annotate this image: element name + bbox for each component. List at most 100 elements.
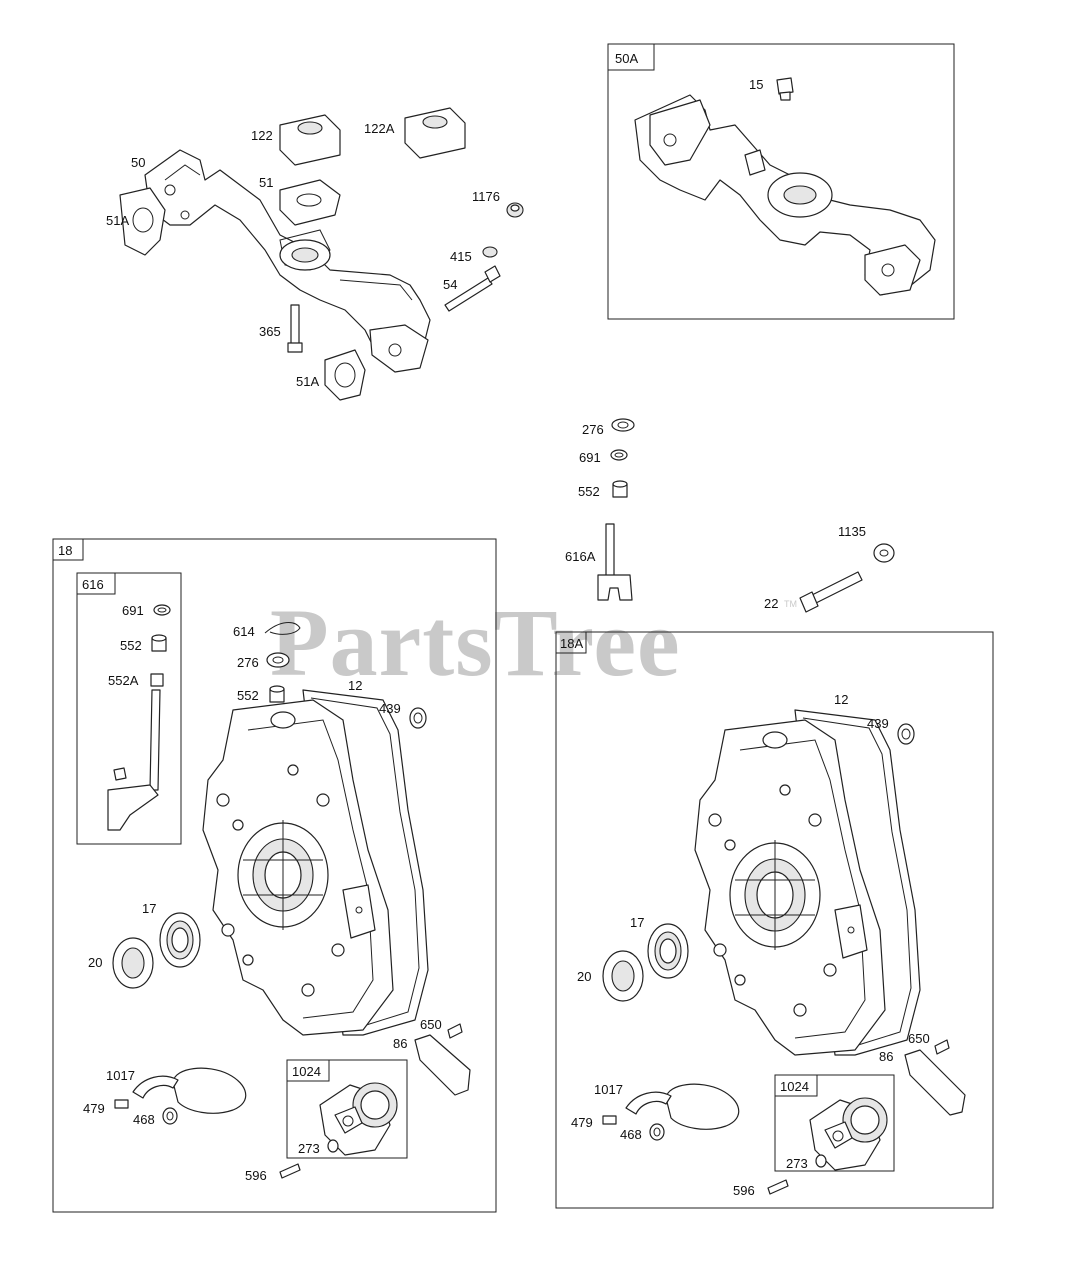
box-50A-label-frame (607, 43, 655, 71)
callout-1017-left: 1017 (106, 1068, 135, 1083)
seal-20-left (112, 937, 154, 989)
callout-596-right: 596 (733, 1183, 755, 1198)
callout-552-left: 552 (237, 688, 259, 703)
callout-614: 614 (233, 624, 255, 639)
crankcase-cover-12-left (202, 689, 429, 1036)
callout-51: 51 (259, 175, 273, 190)
callout-86-left: 86 (393, 1036, 407, 1051)
callout-415: 415 (450, 249, 472, 264)
box-18A-label: 18A (560, 636, 583, 651)
washer-1135 (873, 543, 895, 563)
callout-616A: 616A (565, 549, 596, 564)
callout-552-616: 552 (120, 638, 142, 653)
box-50A-frame (607, 43, 955, 320)
box-1024-right-label-frame (774, 1074, 818, 1097)
callout-50: 50 (131, 155, 145, 170)
box-18A-label-frame (555, 631, 587, 654)
callout-468-left: 468 (133, 1112, 155, 1127)
plug-15 (776, 77, 794, 101)
box-18A-frame (555, 631, 994, 1209)
box-616-label: 616 (82, 577, 104, 592)
oring-273-right (815, 1154, 827, 1168)
watermark-text: PartsTree (270, 589, 681, 696)
callout-86-right: 86 (879, 1049, 893, 1064)
callout-439-left: 439 (379, 701, 401, 716)
callout-691-mid: 691 (579, 450, 601, 465)
callout-1135: 1135 (838, 524, 866, 539)
washer-691-616 (153, 604, 171, 616)
callout-596-left: 596 (245, 1168, 267, 1183)
callout-20-left: 20 (88, 955, 102, 970)
callout-276-left: 276 (237, 655, 259, 670)
watermark-trademark: TM (784, 599, 797, 609)
pickup-1017-right (625, 1083, 740, 1130)
bolt-22 (799, 571, 863, 613)
manifold-50-drawing (144, 149, 431, 373)
box-50A-label: 50A (615, 51, 638, 66)
box-1024-left-label-frame (286, 1059, 330, 1082)
callout-273-left: 273 (298, 1141, 320, 1156)
oring-468-left (162, 1107, 178, 1125)
box-1024-right-frame (774, 1074, 895, 1172)
bushing-552-616 (151, 634, 167, 652)
callout-51A-bottom: 51A (296, 374, 319, 389)
pickup-1017-left (132, 1067, 247, 1114)
box-18-frame (52, 538, 497, 1213)
seal-439-left (409, 707, 427, 729)
bushing-552-mid (612, 480, 628, 498)
gasket-51 (279, 179, 341, 226)
crankcase-cover-12-right (694, 709, 921, 1056)
shaft-616A (597, 523, 633, 601)
callout-650-right: 650 (908, 1031, 930, 1046)
box-1024-left-label: 1024 (292, 1064, 321, 1079)
screw-650-right (934, 1039, 950, 1055)
callout-12-right: 12 (834, 692, 848, 707)
screw-596-right (767, 1179, 789, 1195)
callout-691-616: 691 (122, 603, 144, 618)
callout-15: 15 (749, 77, 763, 92)
callout-17-right: 17 (630, 915, 644, 930)
nut-415 (482, 246, 498, 258)
callout-479-right: 479 (571, 1115, 593, 1130)
callout-650-left: 650 (420, 1017, 442, 1032)
box-18-label: 18 (58, 543, 72, 558)
callout-468-right: 468 (620, 1127, 642, 1142)
callout-54: 54 (443, 277, 457, 292)
box-1024-right-label: 1024 (780, 1079, 809, 1094)
callout-20-right: 20 (577, 969, 591, 984)
oring-273-left (327, 1139, 339, 1153)
plate-86-right (904, 1049, 966, 1116)
screw-479-left (114, 1099, 129, 1109)
spacer-122A (404, 107, 466, 159)
clip-614 (264, 622, 301, 635)
gasket-51A-bottom (324, 349, 366, 401)
callout-1176: 1176 (472, 189, 500, 204)
callout-122A: 122A (364, 121, 395, 136)
callout-1017-right: 1017 (594, 1082, 623, 1097)
screw-596-left (279, 1163, 301, 1179)
callout-552A: 552A (108, 673, 139, 688)
callout-17-left: 17 (142, 901, 156, 916)
callout-365: 365 (259, 324, 281, 339)
callout-22: 22 (764, 596, 778, 611)
washer-276-mid (611, 418, 635, 432)
callout-439-right: 439 (867, 716, 889, 731)
callout-276-mid: 276 (582, 422, 604, 437)
washer-276-left (266, 652, 290, 668)
bolt-54 (444, 265, 501, 312)
box-616-label-frame (76, 572, 116, 595)
callout-552-mid: 552 (578, 484, 600, 499)
spacer-122 (279, 114, 341, 166)
washer-691-mid (610, 449, 628, 461)
plate-86-left (414, 1034, 471, 1096)
screw-479-right (602, 1115, 617, 1125)
callout-12-left: 12 (348, 678, 362, 693)
manifold-50A-drawing (634, 94, 936, 296)
bearing-17-right (647, 923, 689, 979)
box-1024-left-frame (286, 1059, 408, 1159)
fitting-1176 (506, 202, 524, 218)
oring-468-right (649, 1123, 665, 1141)
seal-439-right (897, 723, 915, 745)
bearing-17-left (159, 912, 201, 968)
